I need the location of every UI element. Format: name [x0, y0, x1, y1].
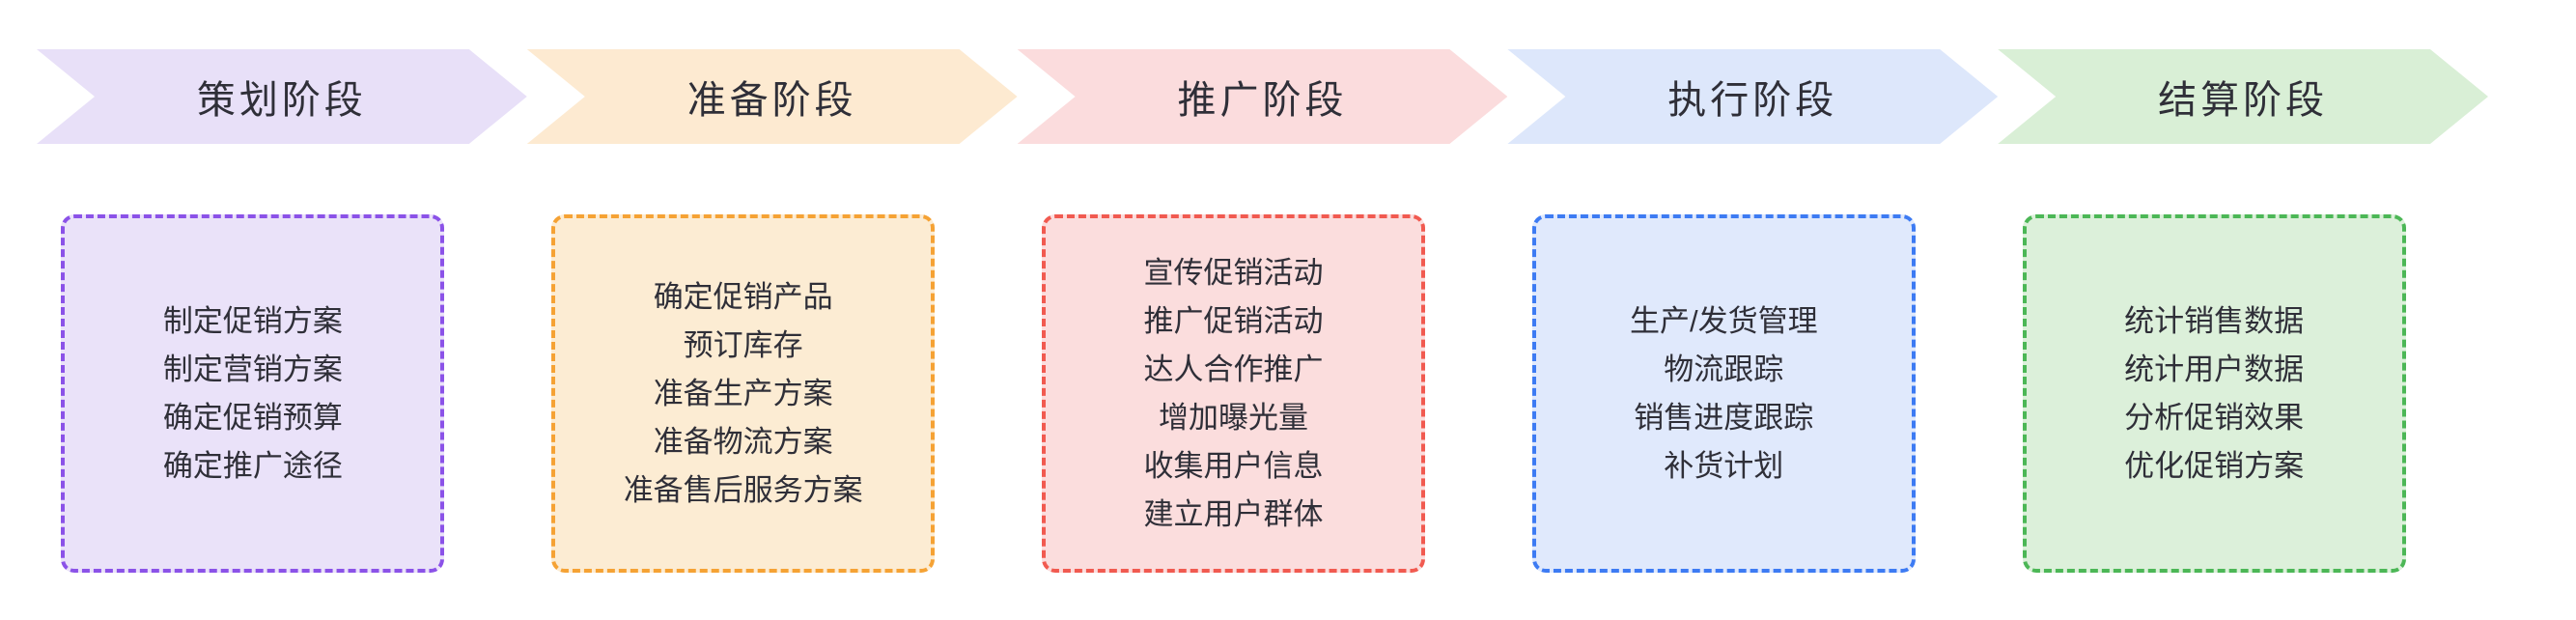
stage-task: 预订库存	[683, 327, 803, 362]
stage-box-planning: 制定促销方案制定营销方案确定促销预算确定推广途径	[61, 214, 445, 573]
stage-arrow-preparation: 准备阶段	[527, 49, 1018, 144]
stage-column-promotion: 宣传促销活动推广促销活动达人合作推广增加曝光量收集用户信息建立用户群体	[1018, 214, 1508, 573]
stage-title-execution: 执行阶段	[1667, 79, 1838, 122]
stage-task: 宣传促销活动	[1143, 255, 1324, 290]
stage-task: 收集用户信息	[1143, 448, 1324, 483]
stage-task: 准备生产方案	[653, 376, 833, 410]
stage-arrow-execution: 执行阶段	[1507, 49, 1998, 144]
stage-task: 确定促销产品	[653, 279, 833, 314]
stage-task: 确定推广途径	[162, 448, 343, 483]
stage-box-preparation: 确定促销产品预订库存准备生产方案准备物流方案准备售后服务方案	[551, 214, 936, 573]
stage-task: 统计销售数据	[2124, 303, 2305, 338]
stage-task: 达人合作推广	[1143, 352, 1324, 386]
stages-header-row: 策划阶段 准备阶段 推广阶段 执行阶段 结算阶段	[0, 0, 2576, 144]
stage-box-settlement: 统计销售数据统计用户数据分析促销效果优化促销方案	[2022, 214, 2406, 573]
stage-task: 准备售后服务方案	[623, 472, 863, 507]
stage-task: 制定促销方案	[162, 303, 343, 338]
stage-title-planning: 策划阶段	[196, 79, 367, 122]
stage-box-promotion: 宣传促销活动推广促销活动达人合作推广增加曝光量收集用户信息建立用户群体	[1041, 214, 1425, 573]
stage-task: 增加曝光量	[1158, 400, 1308, 435]
stage-title-preparation: 准备阶段	[686, 79, 857, 122]
stage-arrow-planning: 策划阶段	[37, 49, 527, 144]
stage-column-settlement: 统计销售数据统计用户数据分析促销效果优化促销方案	[1998, 214, 2488, 573]
stage-task: 准备物流方案	[653, 424, 833, 459]
stage-column-preparation: 确定促销产品预订库存准备生产方案准备物流方案准备售后服务方案	[527, 214, 1018, 573]
stage-title-settlement: 结算阶段	[2158, 79, 2329, 122]
stage-arrow-promotion: 推广阶段	[1018, 49, 1508, 144]
stage-task: 制定营销方案	[162, 352, 343, 386]
stage-box-execution: 生产/发货管理物流跟踪销售进度跟踪补货计划	[1531, 214, 1916, 573]
stage-task: 分析促销效果	[2124, 400, 2305, 435]
stage-task: 销售进度跟踪	[1634, 400, 1814, 435]
stage-column-planning: 制定促销方案制定营销方案确定促销预算确定推广途径	[37, 214, 527, 573]
stages-detail-row: 制定促销方案制定营销方案确定促销预算确定推广途径 确定促销产品预订库存准备生产方…	[0, 144, 2576, 573]
stage-column-execution: 生产/发货管理物流跟踪销售进度跟踪补货计划	[1507, 214, 1998, 573]
stage-task: 确定促销预算	[162, 400, 343, 435]
stage-arrow-settlement: 结算阶段	[1998, 49, 2488, 144]
stage-task: 物流跟踪	[1664, 352, 1784, 386]
stage-title-promotion: 推广阶段	[1177, 79, 1348, 122]
stage-task: 补货计划	[1664, 448, 1784, 483]
stage-task: 生产/发货管理	[1629, 303, 1818, 338]
stage-task: 建立用户群体	[1143, 496, 1324, 531]
stage-task: 推广促销活动	[1143, 303, 1324, 338]
stage-task: 优化促销方案	[2124, 448, 2305, 483]
stage-task: 统计用户数据	[2124, 352, 2305, 386]
